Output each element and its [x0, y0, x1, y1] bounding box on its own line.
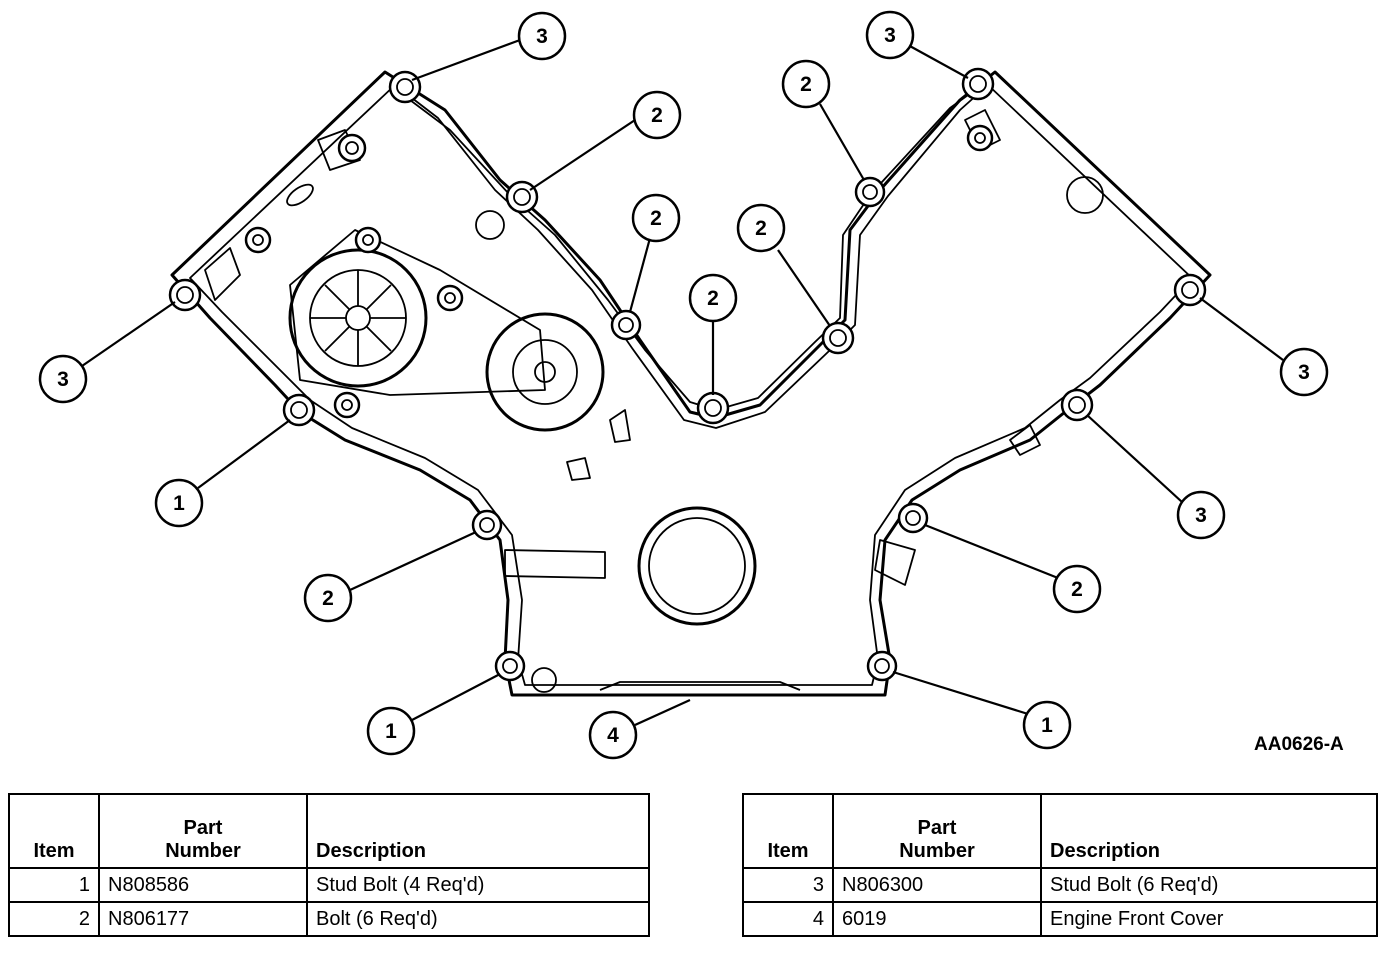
cell-description: Engine Front Cover [1040, 901, 1378, 937]
bolt-markers [168, 67, 1207, 682]
callout-label: 3 [536, 25, 548, 48]
header-part-number: Part Number [98, 793, 308, 869]
callout-3-left: 3 [38, 354, 88, 404]
callout-label: 4 [607, 724, 619, 747]
cell-part-number: 6019 [832, 901, 1042, 937]
callout-3-top-left: 3 [517, 11, 567, 61]
callout-label: 2 [651, 104, 663, 127]
table-row: 2 N806177 Bolt (6 Req'd) [8, 901, 650, 937]
header-part-line1: Part [917, 817, 957, 839]
callout-label: 1 [173, 492, 185, 515]
header-part-line1: Part [183, 817, 223, 839]
callout-label: 2 [800, 73, 812, 96]
callout-3-mid-right: 3 [1176, 490, 1226, 540]
header-item: Item [8, 793, 100, 869]
header-part-number: Part Number [832, 793, 1042, 869]
callout-label: 2 [1071, 578, 1083, 601]
cell-part-number: N806300 [832, 867, 1042, 903]
callout-1-left: 1 [154, 478, 204, 528]
header-part-line2: Number [165, 840, 241, 862]
cell-item: 1 [8, 867, 100, 903]
callout-label: 1 [385, 720, 397, 743]
callout-2-center: 2 [688, 273, 738, 323]
cell-item: 2 [8, 901, 100, 937]
callout-1-bottom-right: 1 [1022, 700, 1072, 750]
callout-2-upper-right: 2 [781, 59, 831, 109]
engine-front-cover-diagram: 3 2 2 2 3 1 2 1 4 3 2 2 [38, 10, 1329, 760]
cell-description: Stud Bolt (4 Req'd) [306, 867, 650, 903]
parts-table-left: Item Part Number Description 1 N808586 S… [8, 793, 650, 937]
table-header-row: Item Part Number Description [742, 793, 1378, 869]
table-row: 1 N808586 Stud Bolt (4 Req'd) [8, 867, 650, 903]
callout-label: 3 [57, 368, 69, 391]
cell-part-number: N808586 [98, 867, 308, 903]
callout-label: 3 [884, 24, 896, 47]
parts-table-right: Item Part Number Description 3 N806300 S… [742, 793, 1378, 937]
callout-label: 2 [322, 587, 334, 610]
callout-2-center-left: 2 [631, 193, 681, 243]
cell-item: 4 [742, 901, 834, 937]
header-description: Description [1040, 793, 1378, 869]
callout-3-top-right: 3 [865, 10, 915, 60]
header-description: Description [306, 793, 650, 869]
callout-2-lower-right: 2 [1052, 564, 1102, 614]
figure-id: AA0626-A [1254, 734, 1344, 755]
cell-description: Bolt (6 Req'd) [306, 901, 650, 937]
callout-2-upper-left: 2 [632, 90, 682, 140]
cell-description: Stud Bolt (6 Req'd) [1040, 867, 1378, 903]
table-header-row: Item Part Number Description [8, 793, 650, 869]
callout-3-right: 3 [1279, 347, 1329, 397]
header-part-line2: Number [899, 840, 975, 862]
callout-1-bottom-left: 1 [366, 706, 416, 756]
callout-2-lower-left: 2 [303, 573, 353, 623]
table-row: 3 N806300 Stud Bolt (6 Req'd) [742, 867, 1378, 903]
cell-item: 3 [742, 867, 834, 903]
table-row: 4 6019 Engine Front Cover [742, 901, 1378, 937]
callout-label: 3 [1195, 504, 1207, 527]
callout-label: 2 [755, 217, 767, 240]
callout-label: 2 [707, 287, 719, 310]
callout-4-bottom: 4 [588, 710, 638, 760]
callout-2-center-right: 2 [736, 203, 786, 253]
cell-part-number: N806177 [98, 901, 308, 937]
callout-label: 2 [650, 207, 662, 230]
callout-label: 1 [1041, 714, 1053, 737]
header-item: Item [742, 793, 834, 869]
callout-label: 3 [1298, 361, 1310, 384]
leader-lines [81, 38, 1284, 727]
